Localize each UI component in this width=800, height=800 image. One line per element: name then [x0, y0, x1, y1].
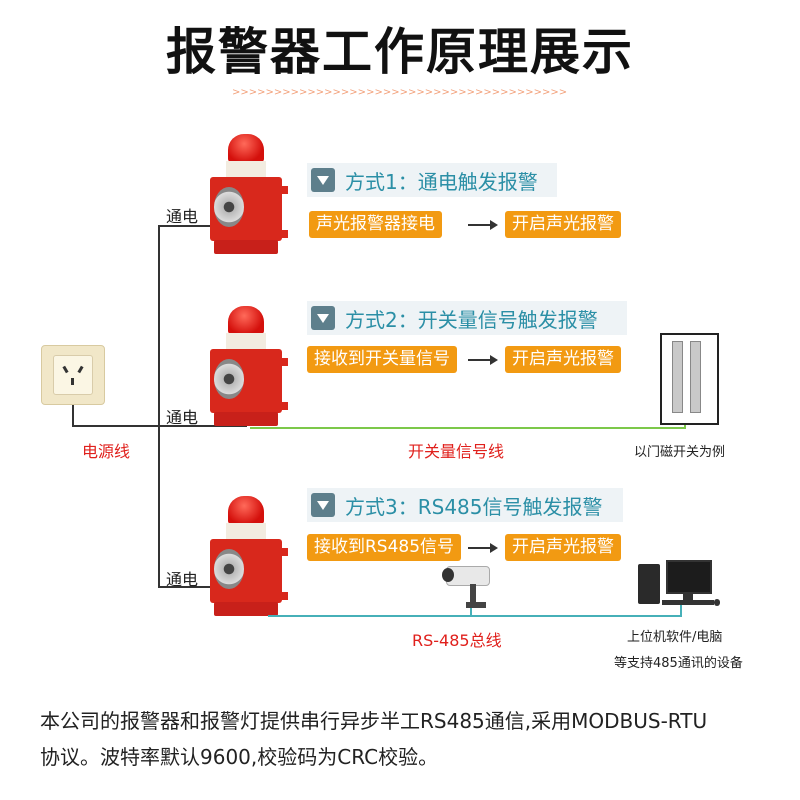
triangle-down-icon [311, 493, 335, 517]
alarm-device-icon [206, 306, 288, 428]
arrow-icon [468, 543, 498, 553]
switch-signal-label: 开关量信号线 [408, 442, 505, 461]
power-wire-2 [72, 425, 247, 427]
power-label-2: 通电 [166, 408, 199, 427]
mode-2-title: 方式2：开关量信号触发报警 [345, 307, 598, 332]
wall-socket-icon [41, 345, 105, 405]
pc-caption-1: 上位机软件/电脑 [627, 630, 723, 645]
mode-2-header: 方式2：开关量信号触发报警 [307, 301, 627, 335]
mode-1-title: 方式1：通电触发报警 [345, 169, 538, 194]
rs485-bus-wire [268, 615, 682, 617]
mode-2-step-2: 开启声光报警 [505, 346, 621, 373]
mode-3-header: 方式3：RS485信号触发报警 [307, 488, 623, 522]
camera-icon [442, 562, 494, 612]
power-label-3: 通电 [166, 570, 199, 589]
mode-3-step-2: 开启声光报警 [505, 534, 621, 561]
switch-signal-wire [250, 427, 686, 429]
rs485-bus-label: RS-485总线 [412, 631, 502, 650]
door-magnet-caption: 以门磁开关为例 [634, 445, 726, 460]
power-wire-trunk [158, 225, 160, 587]
rs485-bus-pc [680, 604, 682, 616]
door-magnet-icon [660, 333, 719, 425]
mode-3-step-1: 接收到RS485信号 [307, 534, 462, 561]
power-wire-3 [158, 586, 210, 588]
triangle-down-icon [311, 168, 335, 192]
mode-1-step-1: 声光报警器接电 [309, 211, 442, 238]
power-wire-1 [158, 225, 210, 227]
footer-line-2: 协议。波特率默认9600,校验码为CRC校验。 [40, 745, 439, 769]
triangle-down-icon [311, 306, 335, 330]
footer-text: 本公司的报警器和报警灯提供串行异步半工RS485通信,采用MODBUS-RTU … [40, 703, 770, 775]
mode-1-header: 方式1：通电触发报警 [307, 163, 557, 197]
mode-2-step-1: 接收到开关量信号 [307, 346, 457, 373]
title-divider: >>>>>>>>>>>>>>>>>>>>>>>>>>>>>>>>>>>>>>>>… [232, 89, 568, 97]
footer-line-1: 本公司的报警器和报警灯提供串行异步半工RS485通信,采用MODBUS-RTU [40, 709, 708, 733]
alarm-device-icon [206, 134, 288, 256]
socket-wire [72, 385, 74, 427]
alarm-device-icon [206, 496, 288, 618]
computer-icon [638, 560, 720, 610]
mode-3-title: 方式3：RS485信号触发报警 [345, 494, 603, 519]
power-line-label: 电源线 [82, 442, 131, 461]
rs485-bus-cam [470, 604, 472, 616]
page-title: 报警器工作原理展示 [166, 23, 634, 81]
arrow-icon [468, 220, 498, 230]
pc-caption-2: 等支持485通讯的设备 [614, 656, 743, 671]
power-label-1: 通电 [166, 207, 199, 226]
arrow-icon [468, 355, 498, 365]
mode-1-step-2: 开启声光报警 [505, 211, 621, 238]
